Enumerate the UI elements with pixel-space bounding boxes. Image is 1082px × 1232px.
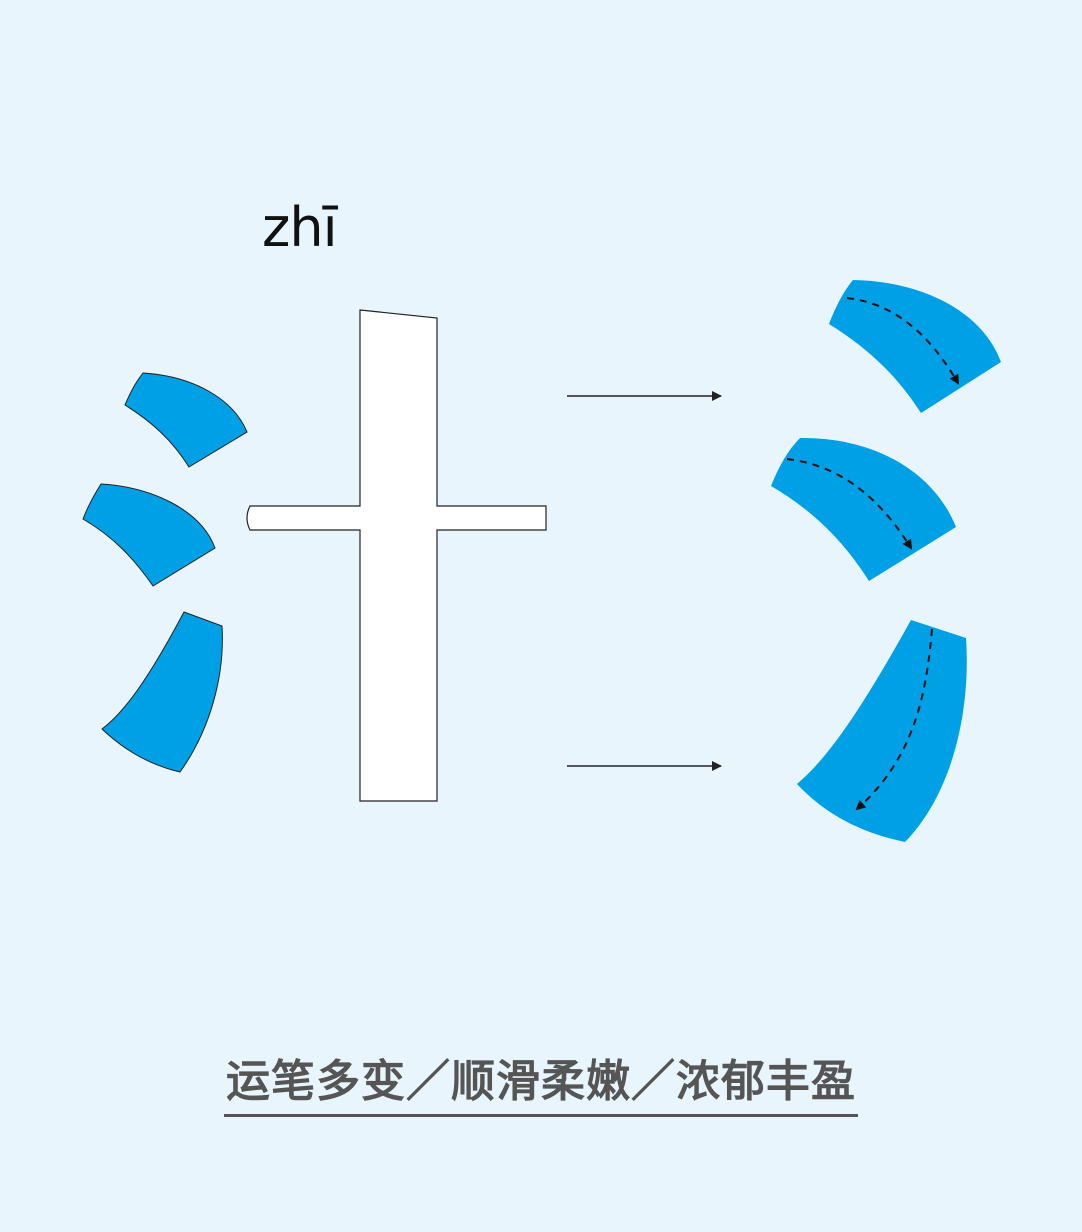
right-stroke-rising xyxy=(797,620,967,842)
caption-row: 运笔多变／顺滑柔嫩／浓郁丰盈 xyxy=(0,1052,1082,1117)
caption-text: 运笔多变／顺滑柔嫩／浓郁丰盈 xyxy=(224,1052,858,1117)
right-stroke-rising-direction xyxy=(855,628,933,811)
left-dot-top xyxy=(124,372,248,468)
left-water-radical xyxy=(82,372,248,773)
pinyin-label: zhī xyxy=(262,196,338,259)
right-dot-middle xyxy=(771,437,956,581)
left-stroke-rising xyxy=(101,611,223,773)
right-dot-middle-direction xyxy=(786,458,913,550)
right-dot-top xyxy=(829,280,1001,413)
cross-component xyxy=(246,309,547,802)
cross-shape xyxy=(246,309,547,802)
left-dot-middle xyxy=(82,483,216,587)
right-water-radical xyxy=(771,280,1001,842)
right-dot-top-direction xyxy=(846,297,960,385)
